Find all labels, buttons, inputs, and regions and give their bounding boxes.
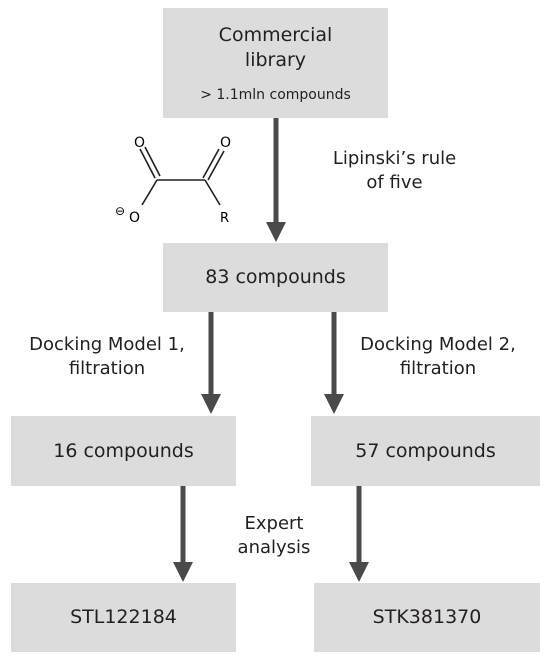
edge-label-docking2-line2: filtration	[399, 358, 477, 379]
node-83-label: 83 compounds	[205, 266, 346, 288]
edge-label-lipinski-line1: Lipinski’s rule	[332, 148, 457, 169]
edge-label-docking2: Docking Model 2, filtration	[343, 333, 533, 381]
atom-oxygen-2: O	[220, 135, 231, 151]
edge-label-lipinski-line2: of five	[366, 172, 423, 193]
edge-label-expert-line2: analysis	[237, 537, 311, 558]
edge-label-docking1-line1: Docking Model 1,	[29, 334, 185, 355]
edge-label-docking2-line1: Docking Model 2,	[360, 334, 516, 355]
node-stl122184: STL122184	[11, 583, 236, 652]
node-stk-label: STK381370	[372, 606, 482, 628]
node-library-subtitle: > 1.1mln compounds	[200, 87, 351, 103]
node-library-title-line1: Commercial	[218, 24, 333, 46]
edge-label-docking1-line2: filtration	[68, 358, 146, 379]
node-16-label: 16 compounds	[53, 439, 194, 462]
chemical-structure	[139, 146, 225, 206]
arrow-83-to-57	[324, 312, 344, 414]
edge-label-expert-line1: Expert	[244, 513, 304, 534]
node-stk381370: STK381370	[314, 583, 540, 652]
node-83-compounds: 83 compounds	[163, 243, 388, 312]
arrow-16-to-stl	[173, 486, 193, 582]
node-57-label: 57 compounds	[355, 439, 496, 462]
node-57-compounds: 57 compounds	[311, 416, 540, 486]
arrow-83-to-16	[201, 312, 221, 414]
node-stl-label: STL122184	[70, 606, 177, 628]
edge-label-expert: Expert analysis	[224, 512, 324, 560]
atom-oxygen-3: O	[129, 210, 140, 226]
node-16-compounds: 16 compounds	[11, 416, 236, 486]
atom-r-group: R	[220, 211, 229, 226]
atom-oxygen-1: O	[134, 135, 145, 151]
arrow-57-to-stk	[349, 486, 369, 582]
edge-label-docking1: Docking Model 1, filtration	[12, 333, 202, 381]
edge-label-lipinski: Lipinski’s rule of five	[312, 147, 477, 195]
node-commercial-library: Commercial library > 1.1mln compounds	[163, 8, 388, 118]
node-library-title-line2: library	[244, 49, 307, 71]
charge-minus-icon: ⊖	[115, 204, 125, 218]
arrow-library-to-83	[266, 118, 286, 242]
